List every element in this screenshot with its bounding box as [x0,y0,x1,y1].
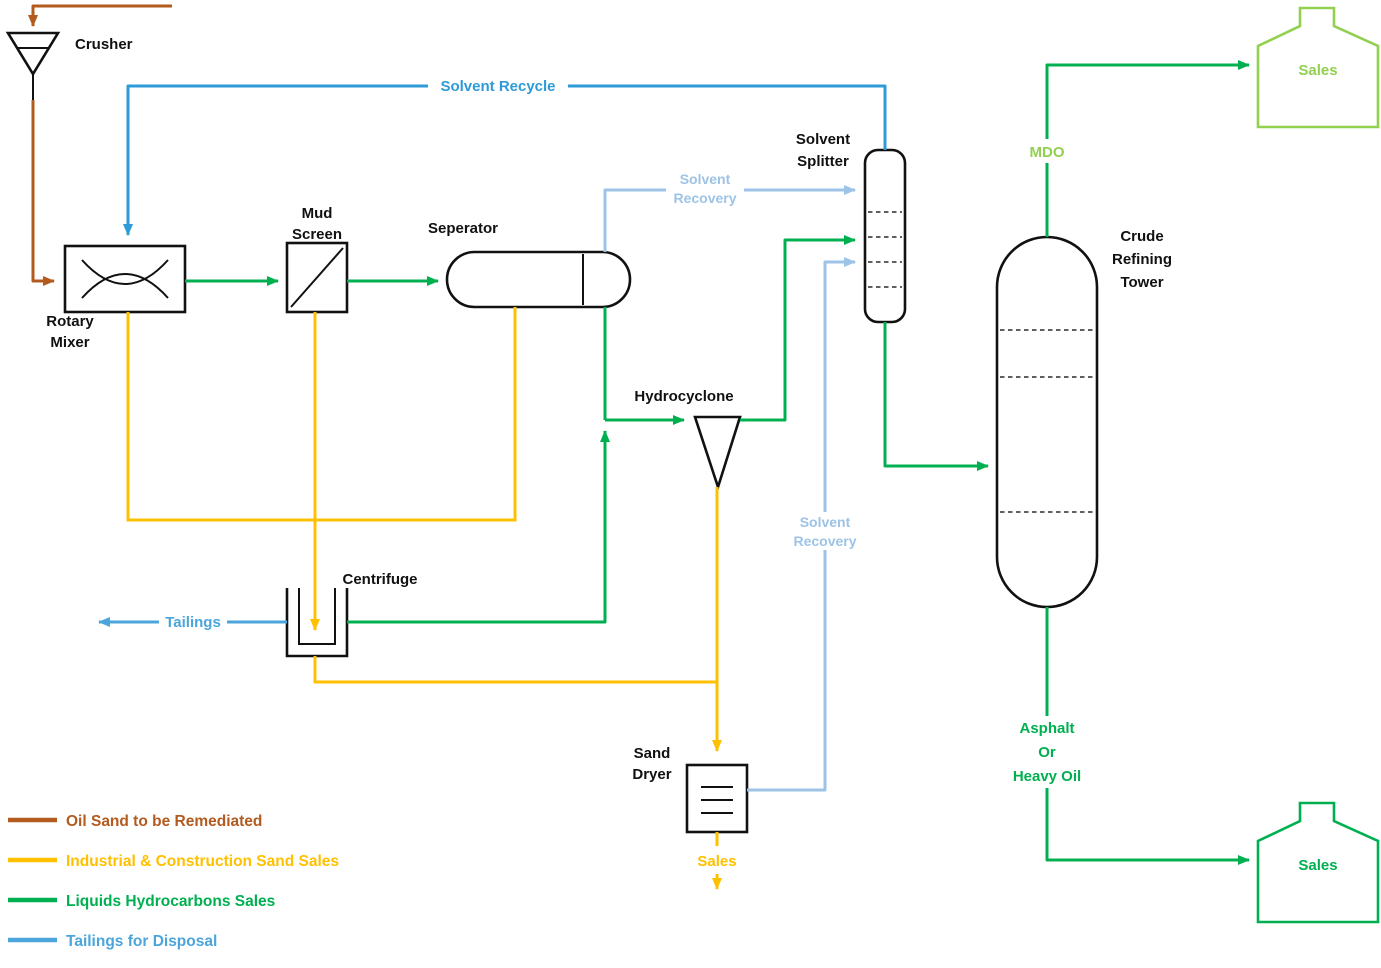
centrifuge-sand-line [313,656,717,684]
hydrocyclone-label: Hydrocyclone [634,388,733,405]
sales-tank-mdo [1256,6,1380,129]
crude-refining-tower-label-line2: Refining [1112,251,1172,268]
equipment [5,6,1380,924]
splitter-to-tower-line [883,322,989,471]
sand-sales-label: Sales [697,853,736,870]
sand-dryer [685,763,749,834]
crude-refining-tower-label-line3: Tower [1120,274,1163,291]
crusher [5,31,61,100]
mud-screen-mesh-line [290,247,344,308]
asphalt-label-line2: Or [1038,744,1056,761]
legend-label-oil-sand: Oil Sand to be Remediated [66,813,262,830]
mud-screen-label-line1: Mud [302,205,333,222]
rotary-mixer-label-line1: Rotary [46,313,94,330]
oil-sand-feed-line [28,4,172,27]
solvent-splitter [863,148,907,324]
solvent-recycle-label-bg [428,74,568,97]
sand-dryer-shape [685,763,749,834]
centrifuge [285,588,349,658]
separator-shape [445,250,632,309]
centrifuge-liquids-line [347,430,610,624]
sales-tank-mdo-shape [1256,6,1380,129]
legend-label-tailings: Tailings for Disposal [66,933,217,950]
solvent-splitter-label-line1: Solvent [796,131,850,148]
tailings-label-bg [159,611,227,632]
sales-tank-asphalt [1256,801,1380,924]
solvent-recovery-dryer-label-line2: Recovery [793,533,856,549]
solvent-splitter-label-line2: Splitter [797,153,849,170]
rotary-mixer-shape [63,244,187,314]
solvent-recovery-dryer-label-bg [786,512,864,550]
asphalt-label-line1: Asphalt [1019,720,1074,737]
mixer-ribbon-icon [81,259,169,285]
crude-refining-tower-label-line1: Crude [1120,228,1163,245]
solvent-recovery-separator-label-line2: Recovery [673,190,736,206]
legend-label-sand-sales: Industrial & Construction Sand Sales [66,853,339,870]
mdo-label: MDO [1030,144,1065,161]
mdo-label-bg [1021,139,1073,163]
mud-screen [285,241,349,314]
solvent-recycle-label: Solvent Recycle [440,78,555,95]
sand-dryer-label-line2: Dryer [632,766,671,783]
hydrocyclone [693,415,742,492]
solvent-recovery-separator-label-bg [666,170,744,208]
hydrocyclone-overflow-line [740,235,856,422]
solvent-recovery-separator-label-line1: Solvent [680,171,731,187]
solvent-recovery-dryer-label-line1: Solvent [800,514,851,530]
separator-label: Seperator [428,220,498,237]
centrifuge-shape [285,588,349,658]
asphalt-line [1045,607,1250,865]
solvent-recycle-line [123,84,887,236]
rotary-mixer [63,244,187,314]
sales-tank-asphalt-label: Sales [1298,857,1337,874]
mixer-ribbon-icon [81,273,169,299]
crusher-label: Crusher [75,36,133,53]
legend-label-hydrocarbons: Liquids Hydrocarbons Sales [66,893,275,910]
centrifuge-label: Centrifuge [343,571,418,588]
separator [445,250,632,309]
mdo-line [1045,60,1250,237]
solvent-recovery-separator-line [603,185,856,252]
legend: Oil Sand to be Remediated Industrial & C… [8,813,339,950]
sales-tank-asphalt-shape [1256,801,1380,924]
centrifuge-bowl-line [298,588,336,645]
asphalt-label-bg [1002,716,1094,788]
crude-refining-tower [995,235,1099,609]
oil-sand-to-mixer-line [31,100,55,286]
mud-screen-label-line2: Screen [292,226,342,243]
sales-tank-mdo-label: Sales [1298,62,1337,79]
flow-labels: Solvent Recycle Solvent Recovery Solvent… [159,74,1094,870]
rotary-mixer-label-line2: Mixer [50,334,89,351]
tailings-label: Tailings [165,614,221,631]
sand-dryer-label-line1: Sand [634,745,671,762]
asphalt-label-line3: Heavy Oil [1013,768,1081,785]
node-labels: Crusher Rotary Mixer Mud Screen Seperato… [46,36,1337,874]
hydrocyclone-shape [693,415,742,492]
crusher-shape [5,31,61,77]
crude-refining-tower-shape [995,235,1099,609]
solvent-splitter-shape [863,148,907,324]
